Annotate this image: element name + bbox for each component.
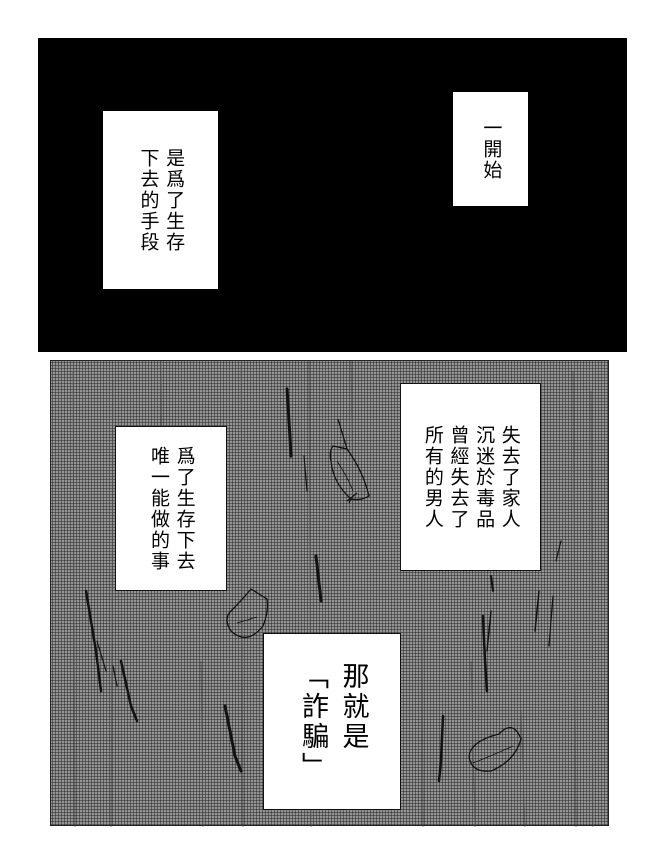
caption-line: 「詐騙」 bbox=[297, 661, 328, 782]
caption-line: 失去了家人 bbox=[498, 424, 521, 530]
leaf-sketch bbox=[226, 418, 522, 772]
caption-line: 一開始 bbox=[480, 117, 503, 181]
caption-text: 失去了家人 沉迷於毒品 曾經失去了 所有的男人 bbox=[419, 425, 522, 530]
rain-and-leaf-sketch-icon bbox=[72, 361, 594, 827]
caption-line: 曾經失去了 bbox=[447, 424, 470, 530]
caption-line: 那就是 bbox=[337, 661, 369, 752]
caption-box-fraud: 那就是 「詐騙」 bbox=[263, 633, 401, 810]
caption-line: 唯一能做的事 bbox=[148, 445, 170, 572]
caption-line: 所有的男人 bbox=[421, 424, 444, 530]
caption-text: 爲了生存下去 唯一能做的事 bbox=[145, 446, 196, 572]
caption-box-only-thing: 爲了生存下去 唯一能做的事 bbox=[115, 426, 227, 591]
caption-text: 那就是 「詐騙」 bbox=[292, 662, 373, 782]
caption-text: 一開始 bbox=[478, 118, 504, 181]
caption-text: 是爲了生存 下去的手段 bbox=[135, 148, 186, 253]
caption-line: 爲了生存下去 bbox=[173, 445, 196, 572]
caption-line: 沉迷於毒品 bbox=[473, 424, 496, 530]
caption-box-at-first: 一開始 bbox=[452, 91, 529, 207]
caption-line: 下去的手段 bbox=[137, 147, 160, 253]
caption-box-lost-men: 失去了家人 沉迷於毒品 曾經失去了 所有的男人 bbox=[400, 383, 541, 571]
caption-line: 是爲了生存 bbox=[163, 147, 186, 253]
top-panel: 是爲了生存 下去的手段 一開始 bbox=[38, 38, 627, 352]
caption-box-survival-means: 是爲了生存 下去的手段 bbox=[102, 110, 219, 290]
bottom-panel: 失去了家人 沉迷於毒品 曾經失去了 所有的男人 爲了生存下去 唯一能做的事 那就… bbox=[50, 360, 609, 827]
